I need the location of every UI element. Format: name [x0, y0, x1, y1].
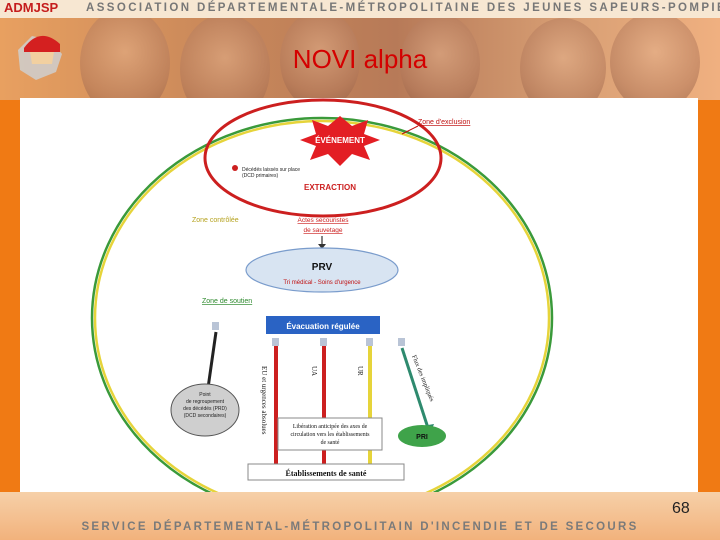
etablissements-box	[247, 463, 405, 481]
prd-label-2: de regroupement	[186, 399, 225, 405]
prv-sub-label: Tri médical - Soins d'urgence	[283, 280, 361, 286]
zone-soutien-label: Zone de soutien	[202, 298, 252, 305]
flow-marker-icon	[398, 338, 405, 346]
pri-arrow	[400, 347, 430, 429]
actes-label-2: de sauvetage	[303, 227, 342, 234]
header-banner: ADMJSP ASSOCIATION DÉPARTEMENTALE-MÉTROP…	[0, 0, 720, 100]
evacuation-label: Évacuation régulée	[286, 322, 360, 331]
etablissements-label: Établissements de santé	[286, 468, 367, 478]
pri-ellipse	[398, 425, 446, 447]
ur-label: UR	[356, 366, 364, 376]
flow-marker-icon	[320, 338, 327, 346]
evenement-label: ÉVÉNEMENT	[315, 136, 365, 145]
deces-label-1: Décédés laissés sur place	[242, 167, 300, 173]
deces-marker-icon	[232, 165, 238, 171]
deces-label-2: (DCD primaires)	[242, 173, 278, 179]
footer-band	[0, 492, 720, 540]
liberation-label-3: de santé	[321, 440, 340, 446]
extraction-label: EXTRACTION	[304, 183, 356, 192]
impliques-label: Flux des impliqués	[410, 354, 435, 403]
flow-marker-icon	[366, 338, 373, 346]
banner-photo-person	[400, 14, 480, 100]
prd-label-1: Point	[199, 392, 211, 398]
flow-marker-icon	[272, 338, 279, 346]
novi-diagram: ÉVÉNEMENT Zone d'exclusion Décédés laiss…	[90, 98, 554, 520]
banner-photo-person	[520, 18, 606, 100]
zone-exclusion-label: Zone d'exclusion	[418, 119, 470, 126]
logo-text: ADMJSP	[4, 0, 59, 15]
page-number: 68	[672, 500, 690, 517]
banner-photo-person	[80, 8, 170, 100]
banner-photo-person	[610, 12, 700, 100]
arrow-down-icon	[318, 244, 326, 249]
prd-arrow	[206, 331, 218, 389]
eu-label: EU et urgences absolues	[260, 366, 268, 435]
logo-emblem-icon	[18, 35, 62, 80]
header-strip	[0, 0, 720, 18]
event-star-icon	[300, 116, 380, 166]
pri-label: PRI	[416, 434, 428, 441]
banner-photo-person	[280, 10, 360, 100]
footer-organization: SERVICE DÉPARTEMENTAL-MÉTROPOLITAIN D'IN…	[81, 521, 639, 533]
flow-marker-icon	[212, 322, 219, 330]
zone-controlee-label: Zone contrôlée	[192, 217, 239, 224]
liberation-label-2: circulation vers les établissements	[290, 432, 370, 438]
zone-exclusion-ring	[203, 98, 443, 218]
liberation-label-1: Libération anticipée des axes de	[293, 424, 368, 430]
ua-label: UA	[310, 366, 318, 376]
liberation-box	[277, 417, 383, 451]
prv-ellipse	[245, 247, 399, 293]
prd-label-3: des décédés (PRD)	[183, 406, 227, 412]
evacuation-box	[266, 316, 380, 334]
prv-label: PRV	[312, 262, 333, 273]
slide-title: NOVI alpha	[292, 44, 428, 74]
slide-content: ÉVÉNEMENT Zone d'exclusion Décédés laiss…	[20, 98, 698, 520]
prd-label-4: (DCD secondaires)	[184, 413, 227, 419]
actes-label-1: Actes secouristes	[298, 217, 350, 224]
banner-photo-person	[180, 14, 270, 100]
prd-circle	[170, 383, 240, 437]
organization-name: ASSOCIATION DÉPARTEMENTALE-MÉTROPOLITAIN…	[86, 2, 720, 14]
